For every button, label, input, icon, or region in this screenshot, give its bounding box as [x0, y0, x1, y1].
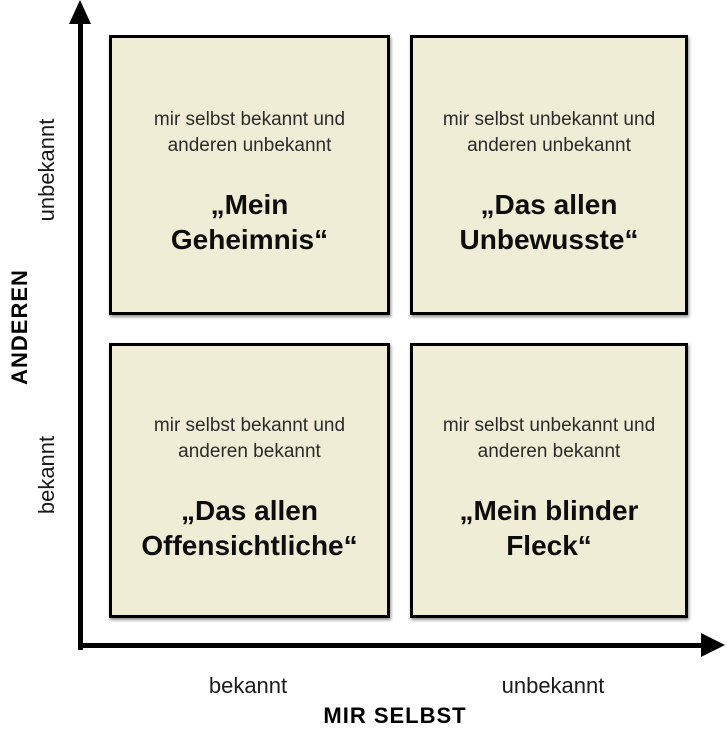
y-axis-arrowhead-icon	[69, 0, 91, 24]
quadrant-title: „Das allen Unbewusste“	[459, 189, 639, 255]
quadrant-mein-geheimnis: mir selbst bekannt und anderen unbekannt…	[109, 35, 390, 315]
quadrant-description: mir selbst unbekannt und anderen unbekan…	[442, 109, 656, 156]
quadrant-mein-blinder-fleck: mir selbst unbekannt und anderen bekannt…	[410, 343, 688, 618]
y-axis-label-bekannt: bekannt	[34, 435, 59, 515]
x-axis-title: MIR SELBST	[323, 703, 467, 728]
y-axis-title: ANDEREN	[7, 269, 32, 385]
quadrant-description: mir selbst bekannt und anderen unbekannt	[153, 109, 346, 156]
y-axis-label-unbekannt: unbekannt	[34, 118, 59, 222]
quadrant-description: mir selbst bekannt und anderen bekannt	[153, 414, 346, 462]
quadrant-das-allen-unbewusste: mir selbst unbekannt und anderen unbekan…	[410, 35, 688, 315]
quadrant-das-allen-offensichtliche: mir selbst bekannt und anderen bekannt „…	[109, 343, 390, 618]
y-axis-line	[78, 16, 83, 650]
quadrant-title: „Das allen Offensichtliche“	[141, 494, 358, 561]
x-axis-arrowhead-icon	[701, 633, 725, 657]
x-axis-line	[78, 643, 705, 648]
x-axis-label-bekannt: bekannt	[208, 673, 288, 698]
quadrant-description: mir selbst unbekannt und anderen bekannt	[442, 414, 656, 462]
quadrant-title: „Mein Geheimnis“	[170, 189, 329, 255]
x-axis-label-unbekannt: unbekannt	[501, 673, 605, 698]
quadrant-title: „Mein blinder Fleck“	[459, 494, 639, 561]
